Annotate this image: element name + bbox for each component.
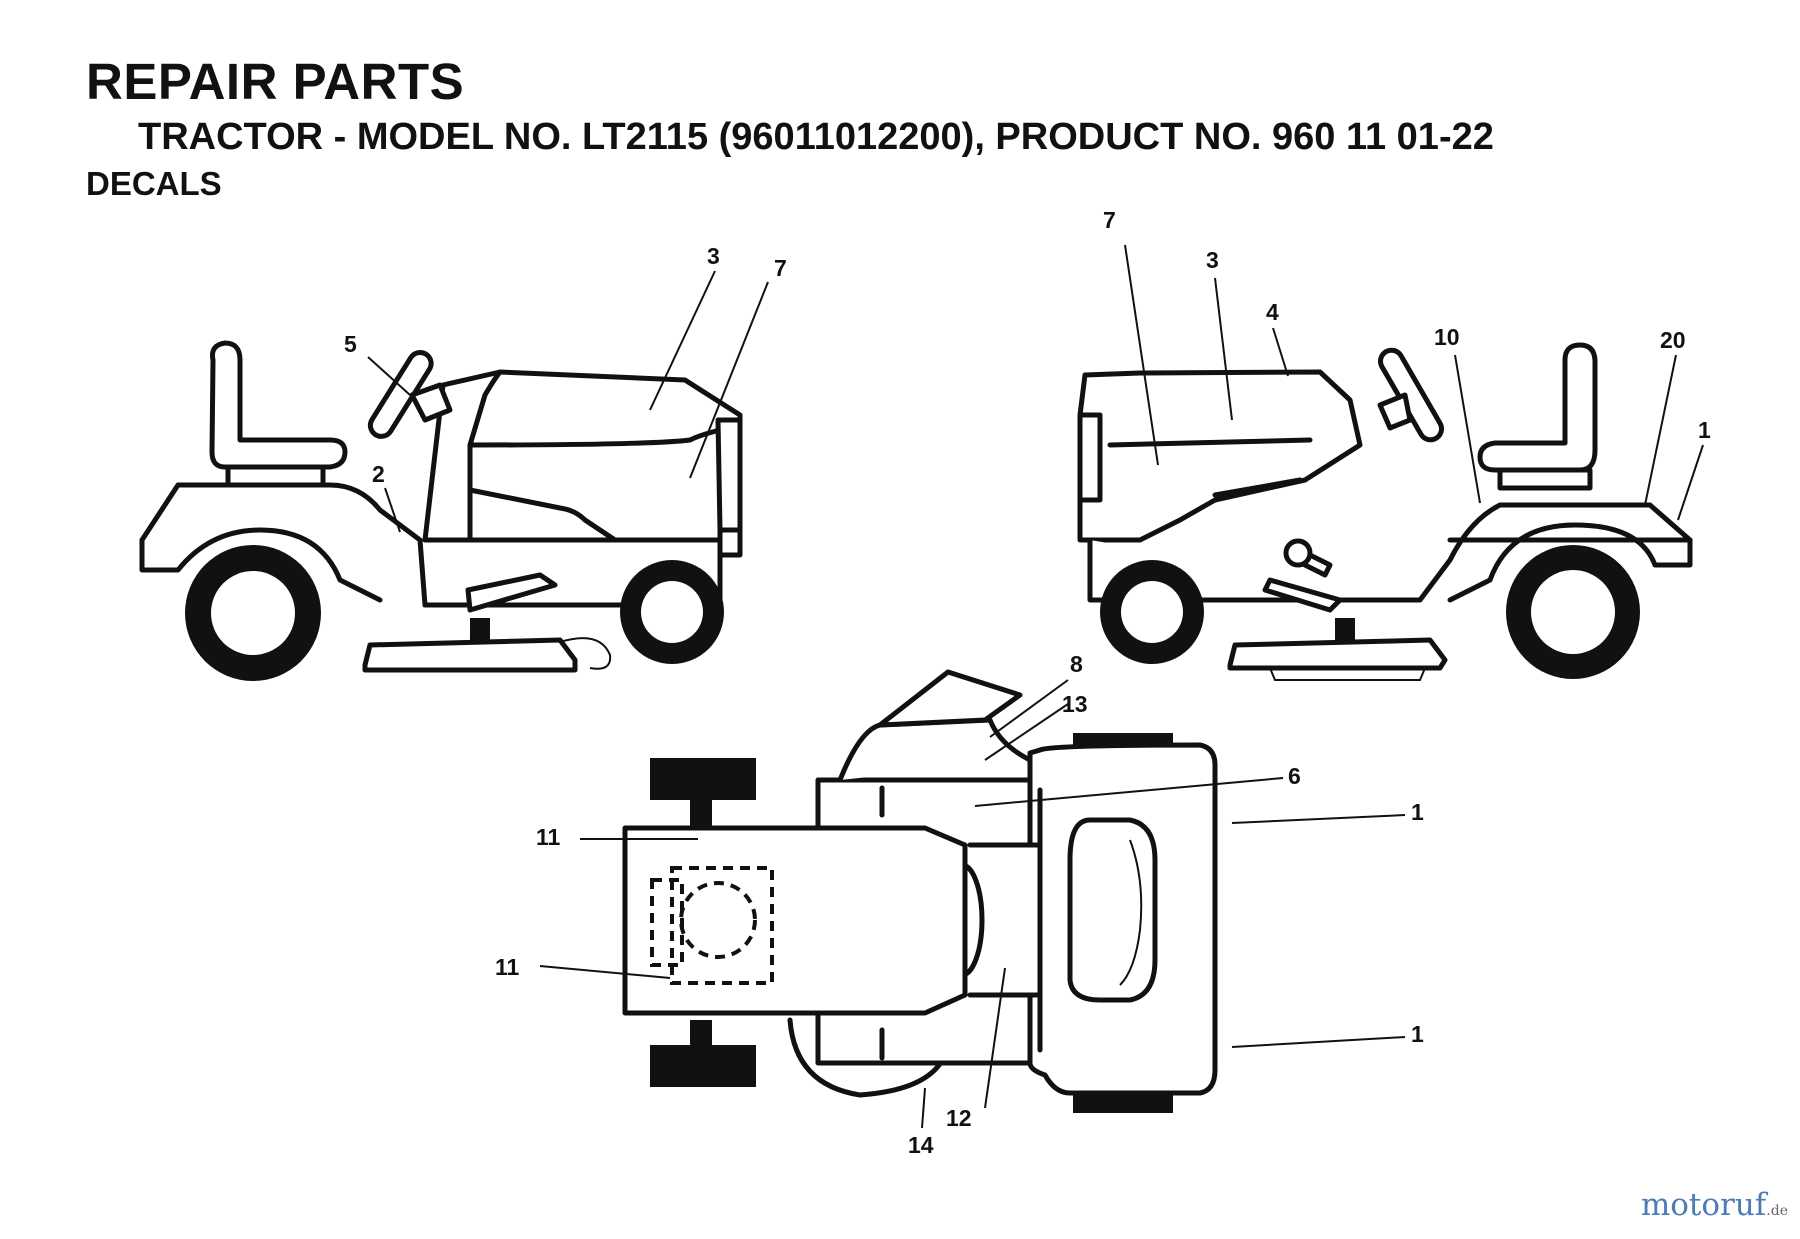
leader-line xyxy=(649,270,716,411)
leader-line xyxy=(384,487,401,533)
callout-number: 7 xyxy=(1103,207,1116,233)
leader-line xyxy=(689,281,769,479)
callout-number: 14 xyxy=(908,1132,934,1158)
leader-line xyxy=(1231,1036,1406,1048)
leader-line xyxy=(984,703,1069,761)
callout-number: 2 xyxy=(372,461,385,487)
leader-line xyxy=(1214,277,1233,421)
page-title: REPAIR PARTS xyxy=(86,53,465,110)
callout-number: 3 xyxy=(1206,247,1219,273)
callout-number: 1 xyxy=(1411,1021,1424,1047)
leader-line xyxy=(984,967,1006,1109)
watermark-name: motoruf xyxy=(1640,1187,1767,1223)
tractor-top-view: 8 13 6 1 11 11 1 12 14 xyxy=(495,651,1424,1158)
section-heading: DECALS xyxy=(86,165,222,202)
callout-number: 12 xyxy=(946,1105,972,1131)
site-watermark: motoruf.de xyxy=(1641,1187,1788,1223)
leader-line xyxy=(1124,244,1159,466)
callout-number: 7 xyxy=(774,255,787,281)
leader-line xyxy=(1677,444,1704,521)
tractor-right-side-view: 7 3 4 10 20 1 xyxy=(1077,207,1711,681)
callout-number: 10 xyxy=(1434,324,1460,350)
callout-number: 1 xyxy=(1411,799,1424,825)
callout-number: 11 xyxy=(495,954,520,980)
leader-line xyxy=(1644,354,1677,506)
callout-number: 8 xyxy=(1070,651,1083,677)
leader-line xyxy=(989,679,1069,738)
callout-number: 3 xyxy=(707,243,720,269)
callout-number: 4 xyxy=(1266,299,1279,325)
callout-number: 13 xyxy=(1062,691,1088,717)
leader-line xyxy=(539,965,671,979)
page-subtitle: TRACTOR - MODEL NO. LT2115 (96011012200)… xyxy=(138,116,1494,158)
callout-number: 5 xyxy=(344,331,357,357)
callout-number: 20 xyxy=(1660,327,1686,353)
leader-line xyxy=(1272,327,1289,377)
watermark-tld: .de xyxy=(1766,1203,1788,1219)
leader-line xyxy=(974,777,1284,807)
callout-number: 11 xyxy=(536,824,561,850)
callout-number: 1 xyxy=(1698,417,1711,443)
callout-number: 6 xyxy=(1288,763,1301,789)
leader-line xyxy=(921,1087,926,1129)
leader-line xyxy=(1231,814,1406,824)
tractor-left-side-view: 3 7 5 2 xyxy=(139,243,787,681)
leader-line xyxy=(367,356,411,396)
leader-line xyxy=(1454,354,1481,504)
